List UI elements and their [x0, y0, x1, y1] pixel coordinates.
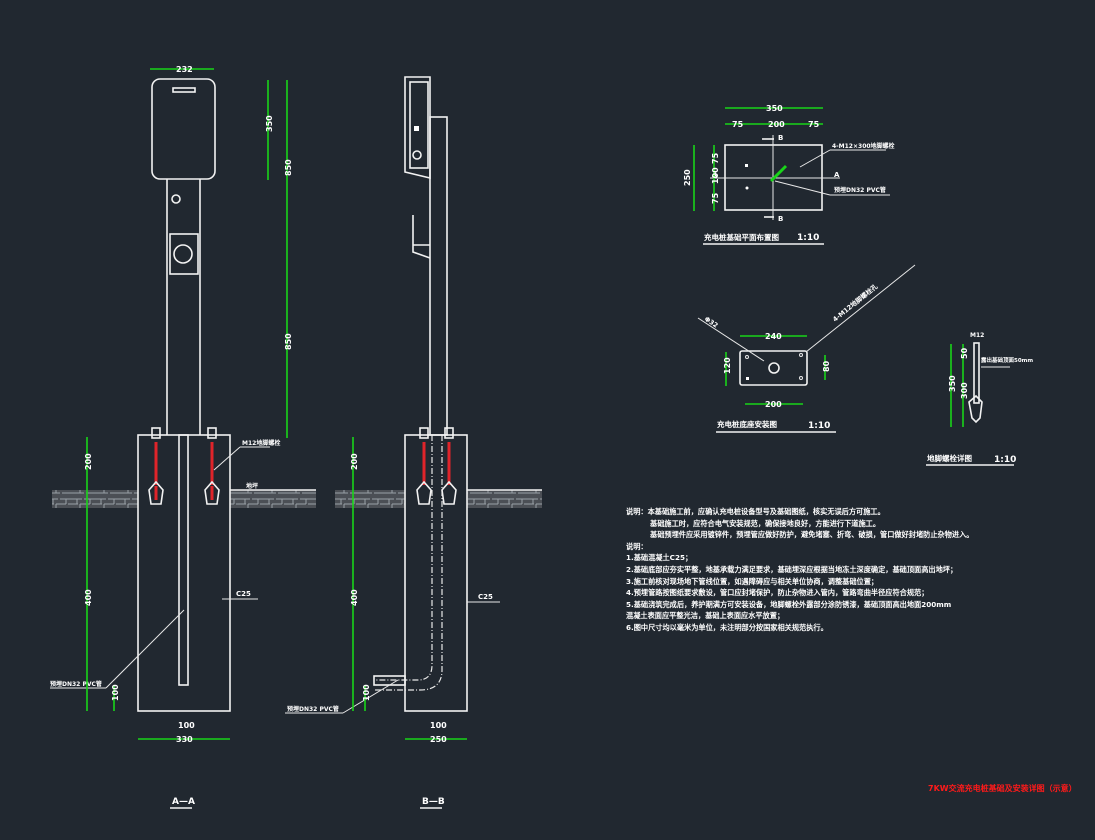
plate-scale: 1:10 — [808, 421, 830, 431]
note-line: 说明： — [626, 541, 648, 551]
plug-socket-icon — [173, 244, 193, 264]
section-mark: B — [778, 215, 783, 223]
section-mark: A — [834, 171, 840, 179]
note-line: 4.预埋管路按图纸要求敷设，管口应封堵保护，防止杂物进入管内，管路弯曲半径应符合… — [626, 588, 929, 598]
bolt-leader — [213, 446, 241, 471]
dim-text: 200 — [84, 453, 93, 470]
ground-callout: 地坪 — [246, 482, 258, 490]
dim-text: 75 — [711, 192, 720, 204]
plan-view: 350 75 200 75 B B A A 4-M12×300地脚螺栓 预埋DN… — [683, 104, 895, 245]
base-plate-outline — [739, 350, 808, 386]
bolt-detail-view: M12 露出基础顶面50mm 350 50 300 地脚螺栓详图 1:10 — [926, 332, 1033, 466]
pipe-callout-b: 预埋DN32 PVC管 — [287, 705, 339, 713]
dim-text: 50 — [960, 347, 969, 359]
plan-pipe-callout: 预埋DN32 PVC管 — [834, 186, 886, 194]
dim-text: 100 — [362, 684, 371, 701]
plug-holder-icon — [169, 233, 199, 275]
dim-text: 250 — [683, 169, 692, 186]
bolt-shaft — [973, 342, 980, 404]
plate-hole-callout: Φ32 — [703, 315, 720, 330]
dim-text: 75 — [732, 120, 744, 129]
dim-text: 75 — [808, 120, 820, 129]
dim-text: 75 — [711, 152, 720, 164]
note-line: 3.施工前核对现场地下管线位置，如遇障碍应与相关单位协商，调整基础位置； — [626, 576, 879, 586]
foundation-block-side — [404, 434, 468, 712]
dim-text: 240 — [765, 332, 782, 341]
dim-text: 350 — [948, 375, 957, 392]
concrete-callout-b: C25 — [478, 593, 493, 601]
plug-holster-side — [412, 215, 431, 259]
bolt-ground-callout: 露出基础顶面50mm — [981, 356, 1033, 364]
drawing-title-block: 7KW交流充电桩基础及安装详图（示意） — [928, 784, 1077, 793]
dim-text: 400 — [350, 589, 359, 606]
bolt-callout: M12地脚螺栓 — [242, 439, 280, 447]
foundation-block — [137, 434, 231, 712]
conduit-side-left — [375, 435, 433, 681]
anchor-bolt-left — [148, 427, 164, 505]
dim-text: 200 — [768, 120, 785, 129]
dim-text: 350 — [766, 104, 783, 113]
dim-text: 200 — [350, 453, 359, 470]
section-mark: A — [712, 171, 718, 179]
plan-anchor-callout: 4-M12×300地脚螺栓 — [832, 142, 895, 150]
dim-text: 100 — [711, 167, 720, 184]
dim-text: 100 — [430, 721, 447, 730]
bolt-detail-title: 地脚螺栓详图 — [927, 453, 972, 463]
dim-text: 100 — [111, 684, 120, 701]
dim-text: 850 — [284, 159, 293, 176]
indicator-light-icon — [171, 194, 181, 204]
display-slot — [172, 87, 196, 93]
dim-text: 350 — [265, 115, 274, 132]
cable-hole-icon — [768, 362, 780, 374]
note-line: 1.基础混凝土C25； — [626, 553, 693, 563]
note-line: 2.基础底部应夯实平整，地基承载力满足要求，基础埋深应根据当地冻土深度确定，基础… — [626, 564, 958, 574]
anchor-bolt-side-left — [416, 427, 432, 505]
note-line: 说明：本基础施工前，应确认充电桩设备型号及基础图纸，核实无误后方可施工。 — [626, 507, 885, 516]
note-line: 混凝土表面应平整光洁，基础上表面应水平放置； — [626, 611, 785, 621]
earth-hatch-right — [230, 490, 316, 508]
concrete-callout: C25 — [236, 590, 251, 598]
column-side — [429, 116, 448, 436]
base-plate-view: 240 Φ32 4-M12地脚螺栓孔 120 80 200 充电桩底座安装图 1… — [697, 264, 916, 433]
dim-text: 200 — [765, 400, 782, 409]
dim-text: 300 — [960, 382, 969, 399]
plate-bolt-callout: 4-M12地脚螺栓孔 — [831, 281, 880, 323]
conduit-pipe — [178, 434, 189, 686]
dim-text: 100 — [178, 721, 195, 730]
plate-title: 充电桩底座安装图 — [717, 419, 777, 429]
section-mark: B — [778, 134, 783, 142]
dim-text: 80 — [822, 360, 831, 372]
pipe-callout: 预埋DN32 PVC管 — [50, 680, 102, 688]
section-label-aa: A—A — [172, 797, 195, 807]
note-line: 基础预埋件应采用镀锌件，预埋管应做好防护，避免堵塞、折弯、破损，管口做好封堵防止… — [650, 530, 974, 540]
bolt-size-label: M12 — [970, 332, 984, 339]
dim-text: 232 — [176, 65, 193, 74]
charger-head-outline — [151, 78, 216, 180]
note-line: 5.基础浇筑完成后，养护期满方可安装设备，地脚螺栓外露部分涂防锈漆，基础顶面高出… — [626, 599, 952, 609]
bolt-detail-scale: 1:10 — [994, 455, 1016, 465]
conduit-side-right — [375, 435, 443, 691]
note-line: 基础施工时，应符合电气安装规范，确保接地良好，方能进行下道施工。 — [650, 518, 881, 528]
bolt-anchor-end — [968, 394, 983, 424]
dim-text: 400 — [84, 589, 93, 606]
anchor-bolt-side-right — [441, 427, 457, 505]
elevation-b-b: C25 预埋DN32 PVC管 200 400 100 100 250 B—B — [285, 76, 542, 809]
plan-scale: 1:10 — [797, 233, 819, 243]
elevation-a-a: M12地脚螺栓 地坪 C25 预埋DN32 PVC管 232 350 850 8… — [50, 65, 316, 809]
section-label-bb: B—B — [422, 797, 445, 807]
plan-title: 充电桩基础平面布置图 — [704, 232, 779, 242]
notes-block: 说明：本基础施工前，应确认充电桩设备型号及基础图纸，核实无误后方可施工。 基础施… — [626, 506, 973, 634]
anchor-bolt-right — [204, 427, 220, 505]
dim-text: 120 — [723, 357, 732, 374]
dim-text: 850 — [284, 333, 293, 350]
dim-text: 330 — [176, 735, 193, 744]
note-line: 6.图中尺寸均以毫米为单位，未注明部分按国家相关规范执行。 — [626, 622, 828, 632]
dim-text: 250 — [430, 735, 447, 744]
earth-hatch-left — [52, 490, 138, 508]
